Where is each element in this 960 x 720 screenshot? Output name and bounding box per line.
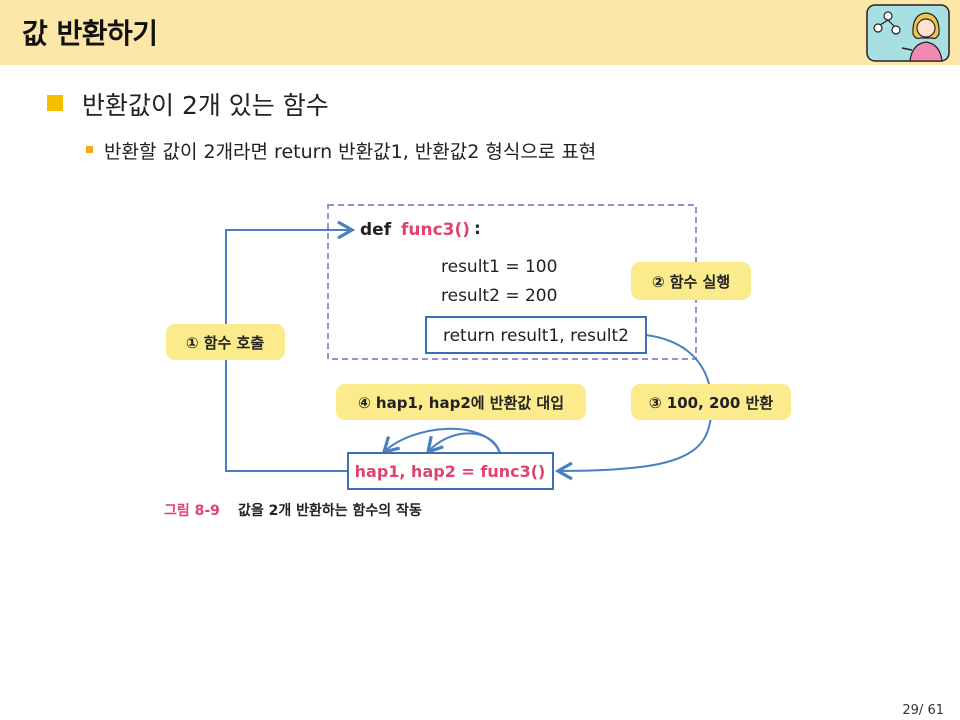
bullet-text-level1: 반환값이 2개 있는 함수 xyxy=(82,91,329,120)
function-flow-diagram: def func3() : result1 = 100 result2 = 20… xyxy=(164,204,791,519)
return-statement-box xyxy=(425,316,647,354)
call-statement-box xyxy=(347,452,554,490)
code-line-result1: result1 = 100 xyxy=(441,257,557,277)
def-colon: : xyxy=(474,219,481,239)
step3-label: ③ 100, 200 반환 xyxy=(649,394,773,412)
bullet-square-level1 xyxy=(47,95,63,111)
assign-arrow-hap2 xyxy=(425,432,501,455)
step2-label: ② 함수 실행 xyxy=(652,273,730,291)
figure-caption-text: 값을 2개 반환하는 함수의 작동 xyxy=(238,502,422,519)
code-line-result2: result2 = 200 xyxy=(441,286,557,306)
step4-label: ④ hap1, hap2에 반환값 대입 xyxy=(358,394,564,412)
header-bar: 값 반환하기 xyxy=(0,0,960,65)
step1-label-bg xyxy=(166,324,285,360)
step1-label: ① 함수 호출 xyxy=(186,334,265,352)
call-statement-text: hap1, hap2 = func3() xyxy=(355,462,546,481)
bullet-square-level2 xyxy=(86,146,93,153)
bullet-text-level2: 반환할 값이 2개라면 return 반환값1, 반환값2 형식으로 표현 xyxy=(104,141,597,163)
return-arrow xyxy=(554,334,713,481)
function-name: func3() xyxy=(401,220,470,240)
return-statement-text: return result1, result2 xyxy=(443,326,629,346)
figure-caption-number: 그림 8-9 xyxy=(164,503,220,519)
teacher-avatar-icon xyxy=(866,4,950,62)
page-number: 29/ 61 xyxy=(902,703,944,718)
slide-title: 값 반환하기 xyxy=(22,17,158,50)
step2-label-bg xyxy=(631,262,751,300)
assign-arrow-hap1 xyxy=(381,427,501,455)
step4-label-bg xyxy=(336,384,586,420)
step3-label-bg xyxy=(631,384,791,420)
def-keyword: def xyxy=(360,220,392,240)
